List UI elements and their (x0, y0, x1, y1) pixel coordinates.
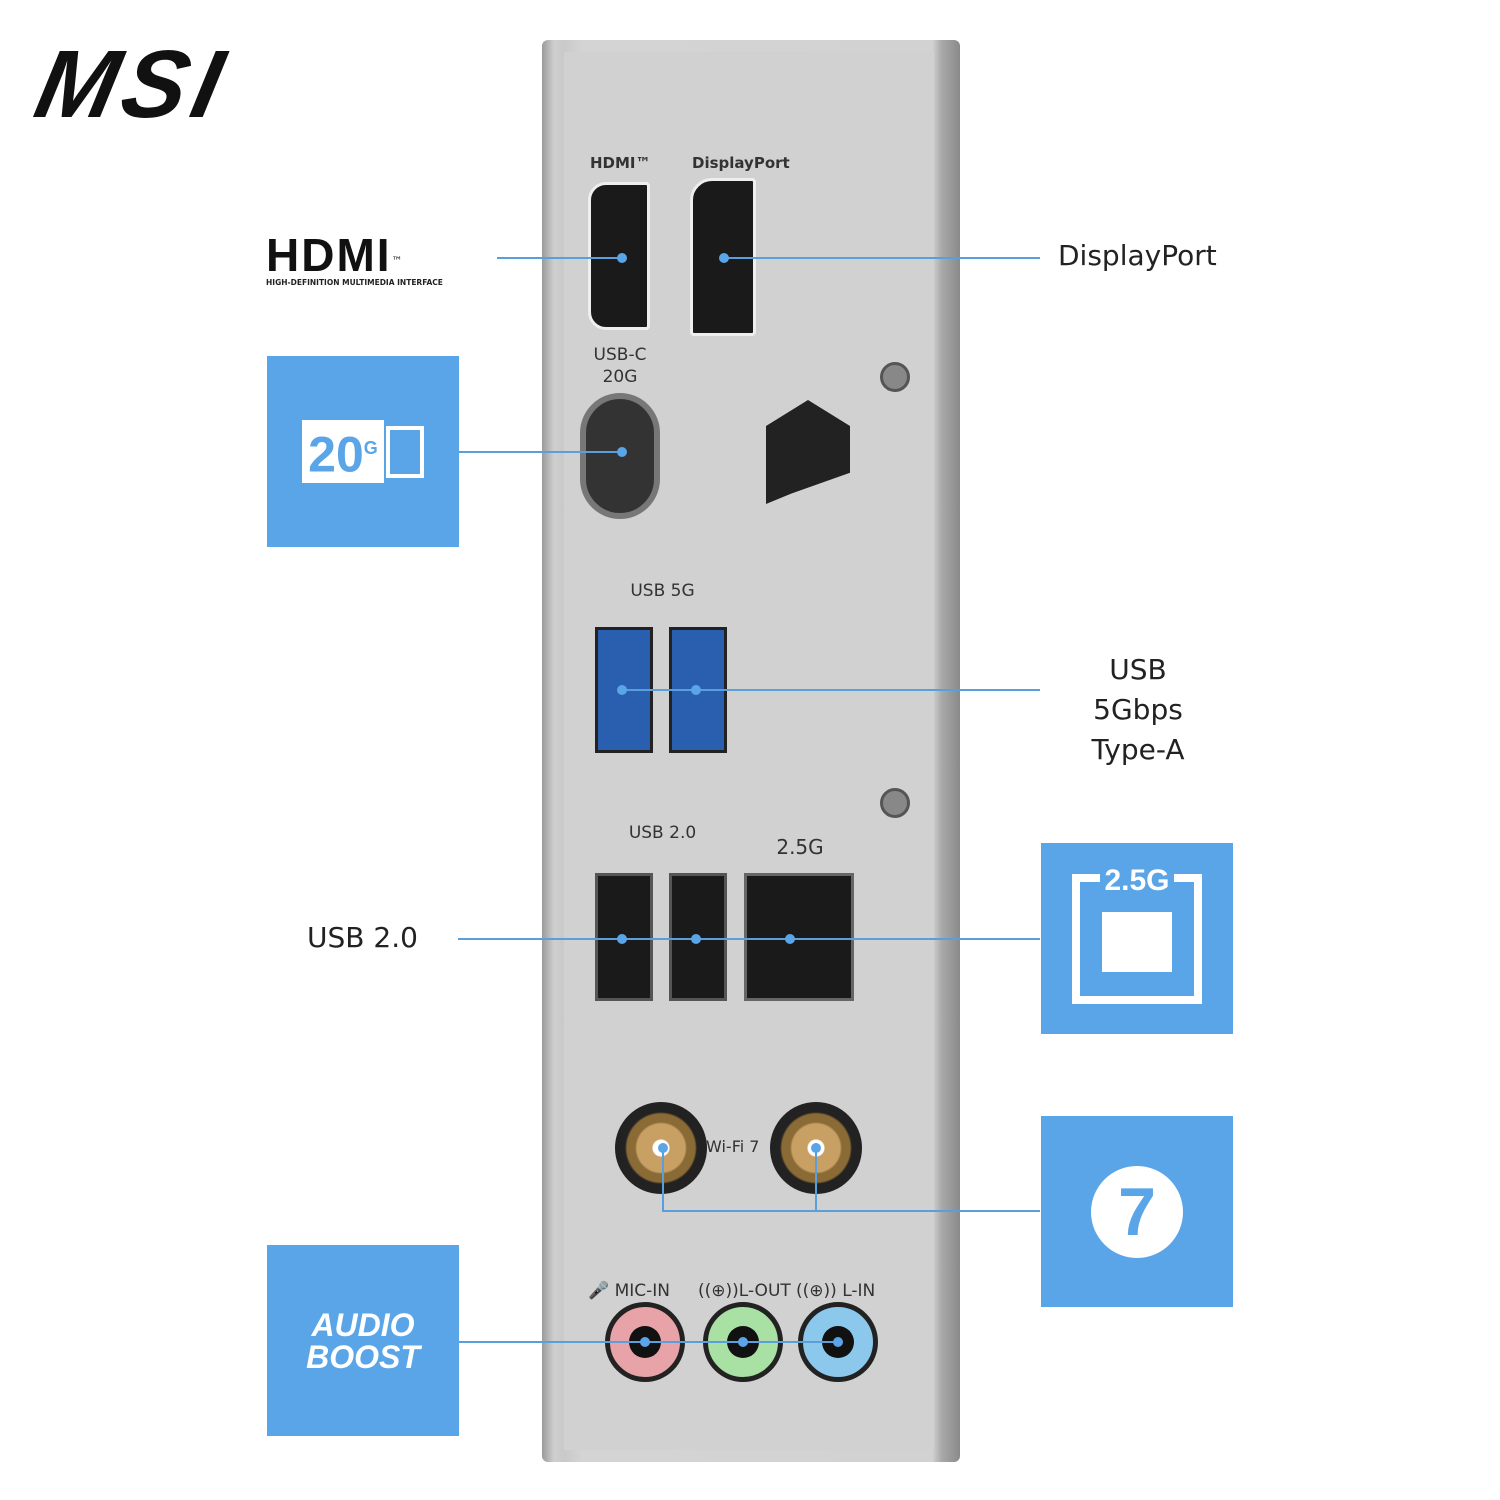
wifi-leader (662, 1210, 1040, 1212)
marker-dot (738, 1337, 748, 1347)
lan-port (744, 873, 854, 1001)
usb20-lan-leader (458, 938, 1040, 940)
mic-in-text: MIC-IN (614, 1281, 670, 1301)
hdmi-leader (497, 257, 622, 259)
usbc-leader (458, 451, 622, 453)
displayport-label: DisplayPort (692, 154, 790, 172)
marker-dot (691, 934, 701, 944)
marker-dot (617, 253, 627, 263)
wifi-label: Wi-Fi 7 (706, 1137, 760, 1156)
marker-dot (617, 934, 627, 944)
line-in-text: L-IN (842, 1281, 876, 1301)
line-in-label: ((⊕)) L-IN (796, 1280, 875, 1302)
wifi-leader (662, 1148, 664, 1212)
marker-dot (785, 934, 795, 944)
usb5g-leader (622, 689, 1040, 691)
hdmi-label: HDMI™ (590, 154, 651, 172)
line-out-label: ((⊕))L-OUT (698, 1280, 791, 1302)
marker-dot (691, 685, 701, 695)
usb-c-icon (385, 425, 424, 478)
marker-dot (811, 1143, 821, 1153)
screw-icon (880, 362, 910, 392)
speaker-icon: ((⊕)) (698, 1281, 739, 1301)
marker-dot (617, 685, 627, 695)
speaker-icon: ((⊕)) (796, 1281, 837, 1301)
msi-logo: MSI (26, 31, 239, 138)
mic-icon: 🎤 (588, 1281, 610, 1301)
usb20-callout: USB 2.0 (307, 921, 418, 954)
displayport-callout: DisplayPort (1058, 239, 1217, 272)
usbc-label: USB-C 20G (593, 345, 647, 387)
ethernet-icon: 2.5G (1072, 863, 1202, 1004)
usb20-label: USB 2.0 (628, 823, 697, 843)
lan-2-5g-badge: 2.5G (1041, 843, 1233, 1034)
marker-dot (719, 253, 729, 263)
hdmi-port (588, 182, 650, 330)
hdmi-logo: HDMI™ HIGH-DEFINITION MULTIMEDIA INTERFA… (266, 229, 443, 287)
lan-label: 2.5G (776, 835, 824, 859)
displayport-leader (724, 257, 1040, 259)
screw-icon (880, 788, 910, 818)
usb5g-label: USB 5G (630, 581, 695, 601)
marker-dot (617, 447, 627, 457)
line-out-text: L-OUT (738, 1281, 791, 1301)
mic-in-label: 🎤 MIC-IN (588, 1280, 670, 1302)
wifi7-badge: 7 (1041, 1116, 1233, 1307)
usbc-20g-badge: 20G (267, 356, 459, 547)
marker-dot (640, 1337, 650, 1347)
marker-dot (658, 1143, 668, 1153)
wifi7-icon: 7 (1091, 1165, 1183, 1258)
wifi-leader (815, 1148, 817, 1212)
marker-dot (833, 1337, 843, 1347)
